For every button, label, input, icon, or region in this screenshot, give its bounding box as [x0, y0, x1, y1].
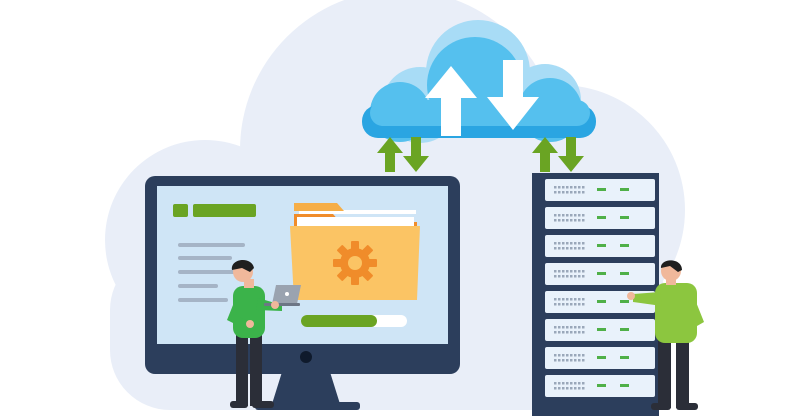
server-unit: [545, 319, 655, 341]
down-arrow-icon: [403, 137, 429, 172]
status-led: [620, 216, 629, 219]
status-led: [597, 384, 606, 387]
up-arrow-icon: [377, 137, 403, 172]
server-sync-arrows: [532, 137, 584, 172]
status-led: [597, 216, 606, 219]
server-unit: [545, 347, 655, 369]
person-with-laptop: [227, 259, 301, 408]
monitor-sync-arrows: [377, 137, 429, 172]
down-arrow-icon: [558, 137, 584, 172]
server-unit: [545, 179, 655, 201]
gear-icon: [333, 241, 377, 285]
screen-header-bar: [193, 204, 256, 217]
status-led: [620, 300, 629, 303]
screen-tag: [173, 204, 188, 217]
status-led: [620, 356, 629, 359]
status-led: [597, 244, 606, 247]
server-unit: [545, 207, 655, 229]
monitor-stand: [272, 372, 340, 404]
download-arrow-icon: [487, 60, 539, 130]
status-led: [620, 384, 629, 387]
status-led: [597, 272, 606, 275]
upload-arrow-icon: [425, 66, 477, 136]
power-button: [300, 351, 312, 363]
server-unit: [545, 375, 655, 397]
desktop-monitor: [145, 176, 460, 410]
status-led: [597, 188, 606, 191]
status-led: [620, 244, 629, 247]
server-unit: [545, 235, 655, 257]
server-unit: [545, 263, 655, 285]
server-units: [545, 179, 655, 397]
server-rack: [532, 173, 659, 416]
status-led: [597, 328, 606, 331]
status-led: [597, 356, 606, 359]
status-led: [620, 272, 629, 275]
person-at-server: [627, 260, 704, 410]
progress-fill: [301, 315, 377, 327]
status-led: [597, 300, 606, 303]
screen-text-lines: [178, 243, 245, 302]
status-led: [620, 328, 629, 331]
up-arrow-icon: [532, 137, 558, 172]
status-led: [620, 188, 629, 191]
